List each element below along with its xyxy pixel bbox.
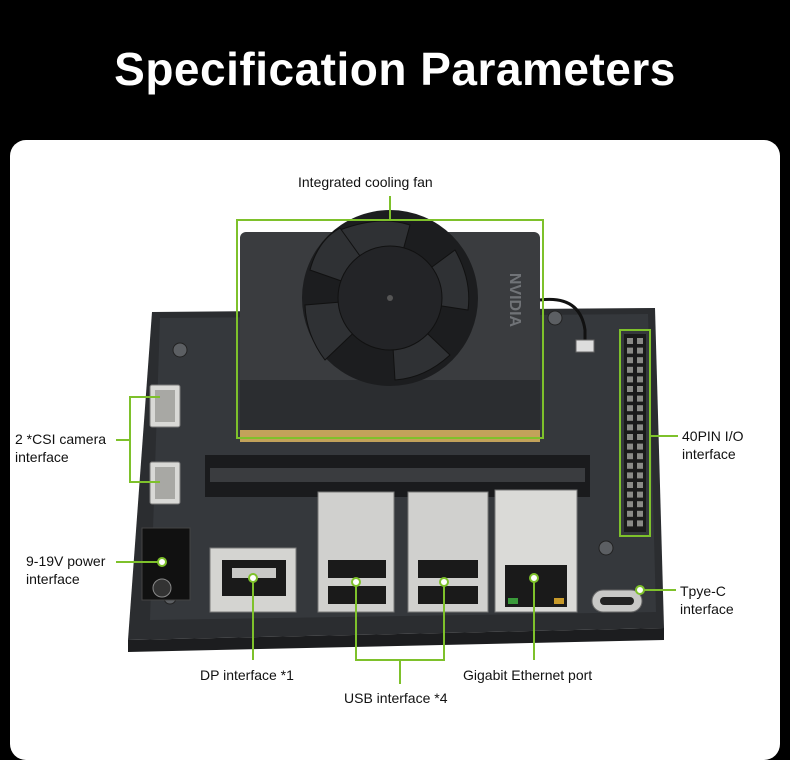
gpio-pin — [637, 491, 643, 498]
gpio-pin — [627, 434, 633, 440]
label-usb: USB interface *4 — [344, 690, 448, 706]
gpio-pin — [627, 520, 633, 527]
gpio-pin — [637, 424, 643, 431]
gpio-pin — [637, 501, 643, 508]
gpio-header — [624, 334, 646, 532]
gpio-pin — [637, 520, 643, 527]
gpio-pin — [637, 386, 643, 392]
ethernet-port — [494, 489, 578, 613]
gpio-pin — [627, 453, 633, 460]
label-ethernet: Gigabit Ethernet port — [463, 667, 593, 683]
gpio-pin — [627, 366, 633, 373]
gpio-pin — [637, 434, 643, 440]
gpio-pin — [627, 395, 633, 402]
label-cooling-fan: Integrated cooling fan — [298, 174, 433, 190]
label-io-line2: interface — [682, 446, 736, 462]
label-power-line1: 9-19V power — [26, 553, 106, 569]
gpio-pin — [627, 510, 633, 517]
gpio-pin — [627, 405, 633, 412]
gpio-pin — [627, 414, 633, 421]
gpio-pin — [637, 357, 643, 364]
gpio-pin — [627, 501, 633, 508]
gpio-pin — [627, 386, 633, 392]
gpio-pin — [627, 338, 633, 344]
callout-lines — [116, 196, 678, 684]
gpio-pin — [627, 357, 633, 364]
gpio-pin — [627, 482, 633, 488]
callout-dots — [157, 557, 645, 595]
gpio-pin — [627, 491, 633, 498]
cooling-fan-module: NVIDIA — [240, 210, 595, 442]
gpio-pin — [637, 443, 643, 450]
gpio-pin — [627, 443, 633, 450]
gpio-pin — [627, 376, 633, 383]
page-title: Specification Parameters — [114, 43, 676, 95]
board-logo: NVIDIA — [506, 273, 523, 328]
gpio-pin — [637, 395, 643, 402]
label-dp: DP interface *1 — [200, 667, 294, 683]
header-banner: Specification Parameters — [0, 0, 790, 140]
gpio-pin — [637, 376, 643, 383]
gpio-pin — [637, 338, 643, 344]
label-typec-line2: interface — [680, 601, 734, 617]
gpio-pin — [637, 462, 643, 469]
gpio-pin — [637, 347, 643, 354]
gpio-pin — [637, 472, 643, 479]
gpio-pin — [637, 510, 643, 517]
gpio-pin — [627, 347, 633, 354]
gpio-pin — [637, 414, 643, 421]
gpio-pin — [637, 405, 643, 412]
label-csi-camera-line1: 2 *CSI camera — [15, 431, 107, 447]
usb-c-port — [591, 589, 643, 613]
gpio-pin — [627, 462, 633, 469]
gpio-pin — [637, 453, 643, 460]
gpio-pin — [627, 424, 633, 431]
label-csi-camera-line2: interface — [15, 449, 69, 465]
gpio-pin — [627, 472, 633, 479]
gpio-pin — [637, 366, 643, 373]
label-typec-line1: Tpye-C — [680, 583, 726, 599]
label-power-line2: interface — [26, 571, 80, 587]
gpio-pin — [637, 482, 643, 488]
label-io-line1: 40PIN I/O — [682, 428, 744, 444]
